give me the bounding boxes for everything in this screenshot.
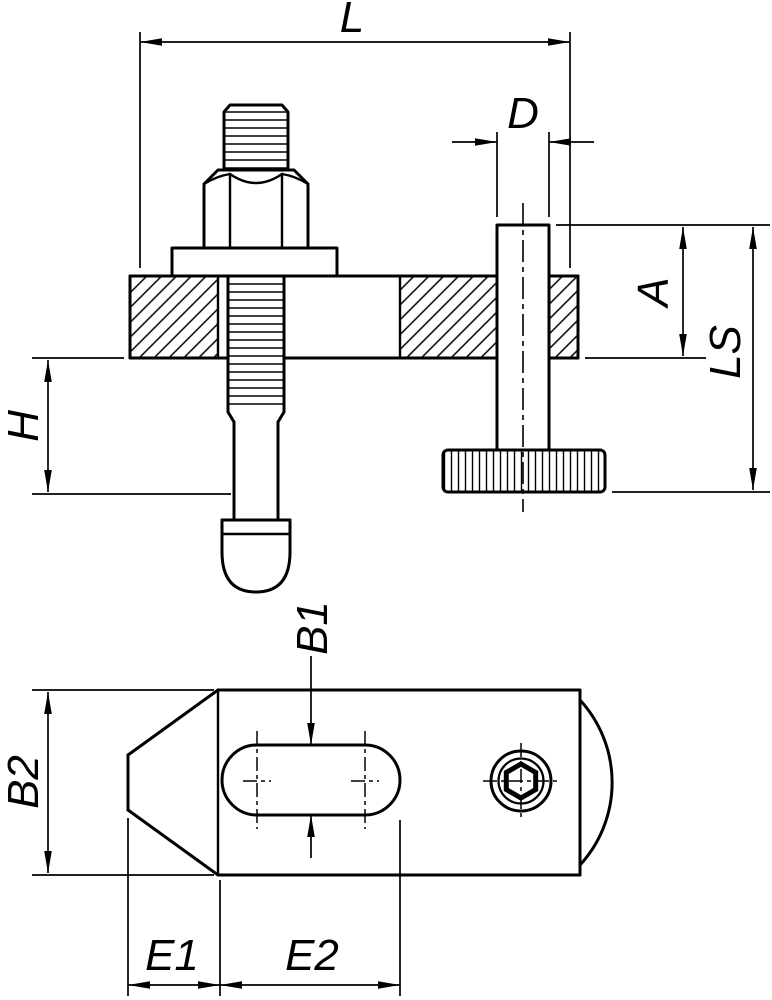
label-E1: E1 bbox=[145, 931, 199, 980]
label-B2: B2 bbox=[0, 755, 48, 809]
slot bbox=[220, 731, 402, 829]
label-L: L bbox=[340, 0, 364, 42]
label-A: A bbox=[629, 277, 678, 309]
washer bbox=[170, 246, 339, 278]
clamp-body-outline bbox=[126, 688, 614, 877]
plan-view: B1 B2 E1 E2 bbox=[0, 601, 614, 996]
arrow-LS-bottom bbox=[749, 468, 757, 490]
arrow-B1-bottom bbox=[307, 815, 315, 837]
clamp-bar-outline bbox=[128, 274, 580, 360]
stud-bolt bbox=[222, 103, 290, 172]
label-E2: E2 bbox=[285, 931, 339, 980]
rounded-end-arc bbox=[578, 698, 614, 867]
arrow-E1-left bbox=[128, 981, 150, 989]
label-LS: LS bbox=[701, 325, 750, 379]
arrow-B1-top bbox=[307, 723, 315, 745]
label-H: H bbox=[0, 410, 48, 442]
hatch-middle-right bbox=[400, 276, 497, 358]
dimension-A: A bbox=[556, 224, 770, 359]
hatch-left bbox=[130, 276, 218, 358]
clamp-bar-hatching bbox=[130, 276, 578, 358]
stud-thread-lines bbox=[225, 111, 287, 169]
hex-nut bbox=[202, 168, 310, 250]
arrow-L-left bbox=[140, 38, 162, 46]
dimension-LS: LS bbox=[612, 227, 770, 493]
arrow-A-top bbox=[679, 227, 687, 249]
side-view: L D A LS bbox=[0, 0, 770, 594]
ball-end bbox=[220, 518, 292, 594]
label-D: D bbox=[507, 89, 539, 138]
arrow-D-left bbox=[475, 138, 497, 146]
label-B1: B1 bbox=[288, 601, 337, 655]
dimension-L: L bbox=[139, 0, 571, 268]
arrow-B2-bottom bbox=[44, 851, 52, 873]
arrow-A-bottom bbox=[679, 334, 687, 356]
hatch-far-right bbox=[549, 276, 578, 358]
arrow-H-top bbox=[44, 360, 52, 382]
arrow-LS-top bbox=[749, 227, 757, 249]
dimension-B1: B1 bbox=[288, 601, 337, 858]
socket-screw bbox=[483, 743, 559, 819]
clamp-bolt-shank bbox=[220, 274, 292, 594]
shank-thread-lines bbox=[229, 283, 283, 405]
arrow-E2-left bbox=[220, 981, 242, 989]
knurled-foot bbox=[441, 448, 607, 494]
arrow-E1-right bbox=[198, 981, 220, 989]
dimension-H: H bbox=[0, 357, 231, 495]
dimension-E1-E2: E1 E2 bbox=[127, 818, 401, 996]
dimension-D: D bbox=[452, 89, 594, 217]
arrow-B2-top bbox=[44, 692, 52, 714]
arrow-E2-right bbox=[378, 981, 400, 989]
arrow-L-right bbox=[548, 38, 570, 46]
support-screw bbox=[495, 203, 551, 512]
arrow-H-bottom bbox=[44, 470, 52, 492]
arrow-D-right bbox=[549, 138, 571, 146]
dimension-B2: B2 bbox=[0, 689, 214, 876]
